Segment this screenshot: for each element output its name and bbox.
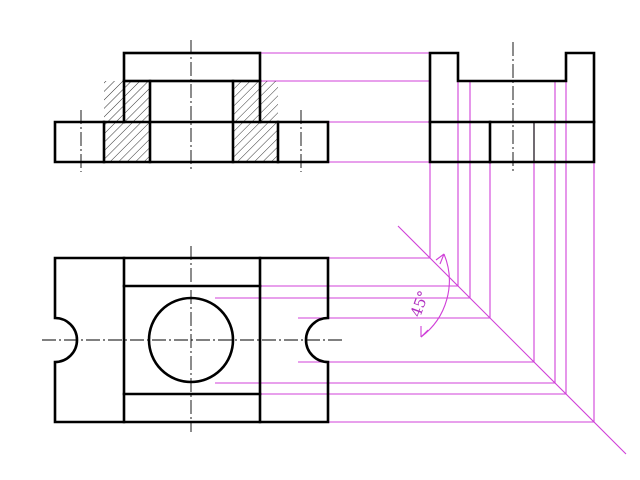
top-view — [42, 246, 342, 432]
front-view — [53, 40, 330, 172]
miter-line — [397, 225, 627, 455]
angle-arrow-top — [435, 253, 445, 265]
projection-lines — [215, 52, 627, 455]
angle-label: 45° — [407, 288, 433, 319]
angle-arrow-bottom — [420, 326, 429, 338]
side-view — [428, 42, 596, 172]
angle-arc — [420, 253, 450, 338]
